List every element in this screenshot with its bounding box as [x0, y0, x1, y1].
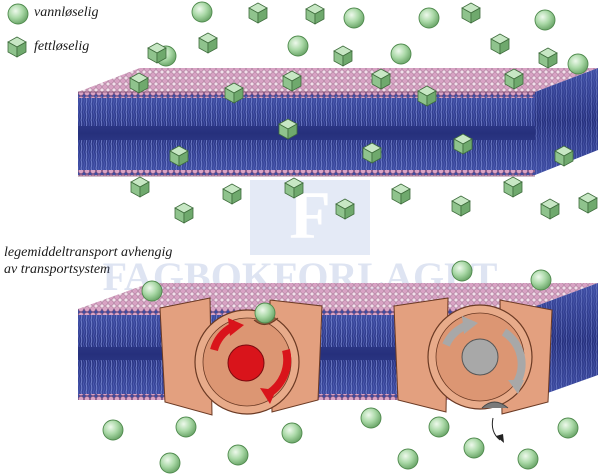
- legend-fat-soluble-label: fettløselig: [34, 39, 90, 54]
- watermark: F FAGBOKFORLAGET: [103, 177, 498, 299]
- bound-drug-molecule: [254, 302, 276, 324]
- inactive-rotor-core: [461, 338, 499, 376]
- caption-line-1: legemiddeltransport avhengig: [4, 245, 173, 260]
- caption-line-2: av transportsystem: [4, 262, 111, 277]
- active-rotor-core: [227, 344, 265, 382]
- sphere-legend: [7, 3, 29, 25]
- active-transporter: [159, 297, 323, 416]
- inactive-rotation-arrow-right: [501, 328, 526, 387]
- cube-legend: [7, 36, 27, 58]
- transport-caption: legemiddeltransport avhengig av transpor…: [4, 244, 284, 278]
- release-arrow: [491, 417, 501, 441]
- legend-water-soluble-label: vannløselig: [34, 5, 99, 20]
- inactive-transporter: [393, 297, 553, 443]
